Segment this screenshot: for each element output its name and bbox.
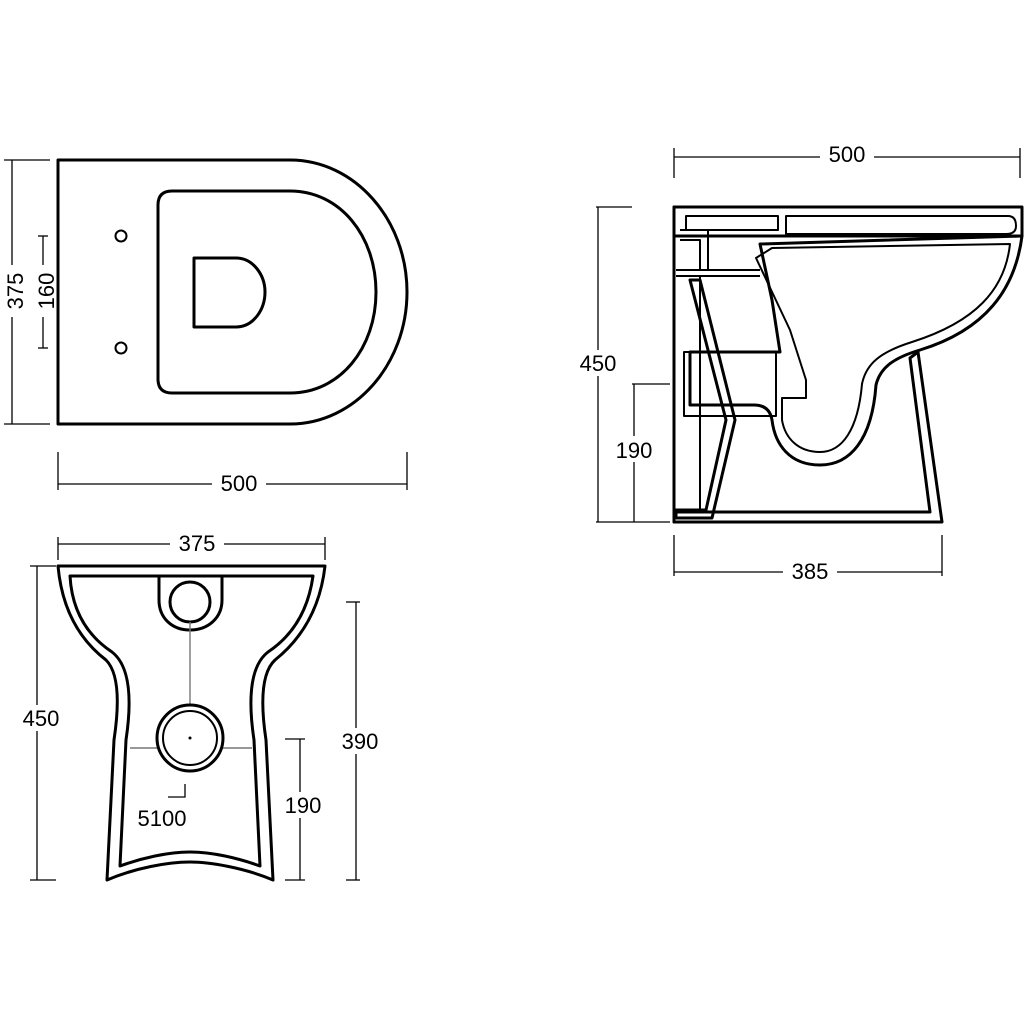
front-view-height-label: 450 (23, 706, 60, 731)
top-view-pan-length-label: 160 (34, 273, 59, 310)
front-view-outlet-center (188, 736, 192, 740)
top-view-width-label: 500 (221, 471, 258, 496)
side-view: 500 450 190 385 (574, 141, 1024, 584)
side-view-height-label: 450 (580, 351, 617, 376)
side-view-seat-outline (672, 205, 1024, 238)
top-view-fixing-hole-bottom (114, 341, 128, 355)
side-view-bowl-inner (755, 243, 1011, 453)
side-view-base-depth-label: 385 (792, 559, 829, 584)
front-view-pan-height-label: 390 (342, 729, 379, 754)
front-view-outer-outline (56, 564, 327, 882)
top-view-inner-rim (156, 189, 378, 395)
top-view-bowl-opening (192, 256, 267, 329)
front-view-outlet-height-label: 190 (285, 793, 322, 818)
side-view-width-label: 500 (829, 142, 866, 167)
side-view-outlet-pipe (683, 351, 777, 417)
front-view-inlet-pipe (168, 580, 212, 624)
side-view-rear-leg (674, 278, 737, 520)
top-view-outer-outline (56, 158, 409, 426)
front-view-inner-outline (68, 574, 315, 868)
side-view-rim-inner (785, 215, 1017, 235)
top-view-fixing-hole-top (114, 229, 128, 243)
side-view-bowl-outline (688, 234, 1024, 467)
top-view: 375 160 500 (1, 158, 409, 496)
front-view: 5100 375 450 390 190 (14, 530, 387, 882)
front-view-outlet-diameter-label: 5100 (138, 806, 187, 831)
side-view-cistern-panel (685, 215, 779, 231)
front-view-width-label: 375 (179, 531, 216, 556)
top-view-depth-label: 375 (3, 273, 28, 310)
front-view-outlet-inner (162, 710, 218, 766)
side-view-outlet-height-label: 190 (616, 438, 653, 463)
